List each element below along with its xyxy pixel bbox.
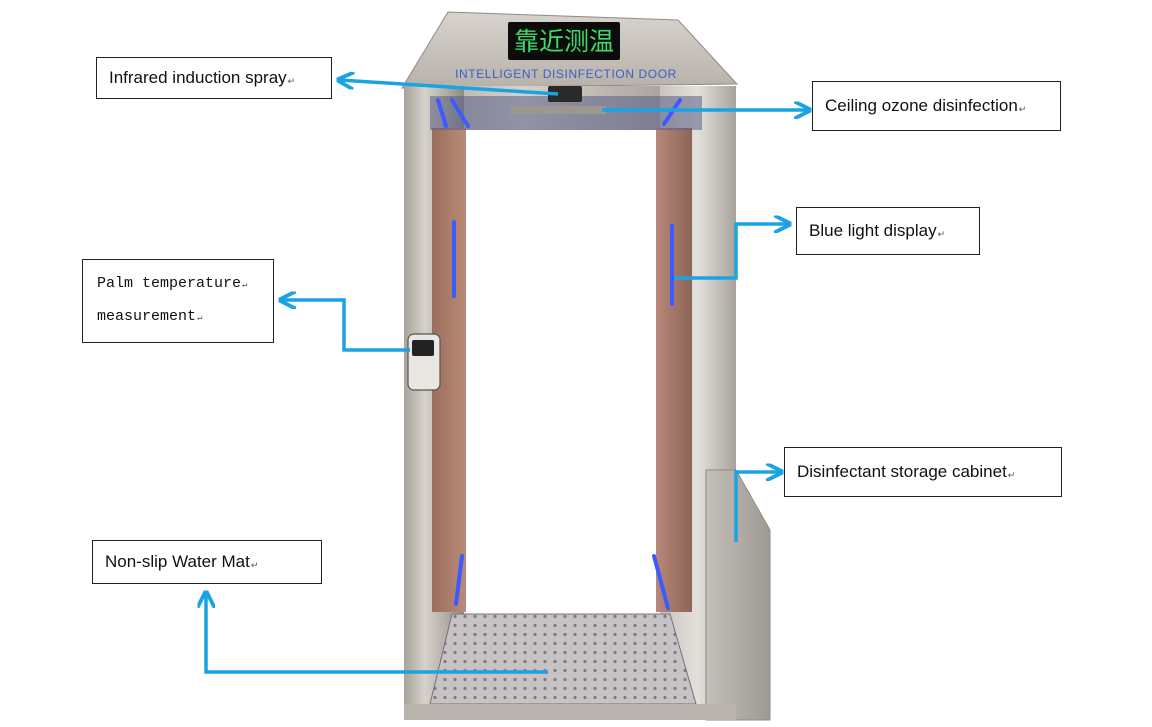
arrow-blue-light [674,224,788,280]
infrared-sensor [548,86,582,102]
label-ceiling-ozone: Ceiling ozone disinfection↵ [812,81,1061,131]
arrow-cabinet [734,472,780,542]
arrow-infrared-spray [340,80,559,96]
blue-led-strips [436,98,682,610]
return-mark: ↵ [1018,103,1027,114]
arrow-water-mat [206,594,548,674]
label-ceiling-ozone-text: Ceiling ozone disinfection [825,96,1018,115]
storage-cabinet [705,469,771,721]
label-disinfectant-cabinet: Disinfectant storage cabinet↵ [784,447,1062,497]
led-sign [508,22,620,60]
label-blue-light-text: Blue light display [809,221,937,240]
passage-opening [466,132,656,612]
label-blue-light: Blue light display↵ [796,207,980,255]
label-infrared-spray: Infrared induction spray↵ [96,57,332,99]
label-palm-temperature-line1: Palm temperature [97,275,242,292]
return-mark: ↵ [242,280,248,290]
label-water-mat: Non-slip Water Mat↵ [92,540,322,584]
brand-text: Intelligent Disinfection Door [455,67,677,81]
ozone-vent [510,106,606,114]
label-palm-temperature: Palm temperature↵ measurement↵ [82,259,274,343]
return-mark: ↵ [937,228,946,239]
return-mark: ↵ [287,75,296,86]
base [404,704,736,720]
label-infrared-spray-text: Infrared induction spray [109,68,287,87]
disinfection-door: 靠近测温 Intelligent Disinfection Door [401,11,771,721]
label-palm-temperature-line2: measurement [97,308,197,325]
return-mark: ↵ [1007,469,1016,480]
palm-sensor-window [412,340,434,356]
water-mat [429,613,697,705]
label-disinfectant-cabinet-text: Disinfectant storage cabinet [797,462,1007,481]
arrow-palm-temp [282,300,410,352]
callout-arrows [206,80,808,674]
label-water-mat-text: Non-slip Water Mat [105,552,250,571]
return-mark: ↵ [197,313,203,323]
right-pillar-inner [656,128,692,612]
led-sign-text: 靠近测温 [514,27,614,56]
return-mark: ↵ [250,559,259,570]
